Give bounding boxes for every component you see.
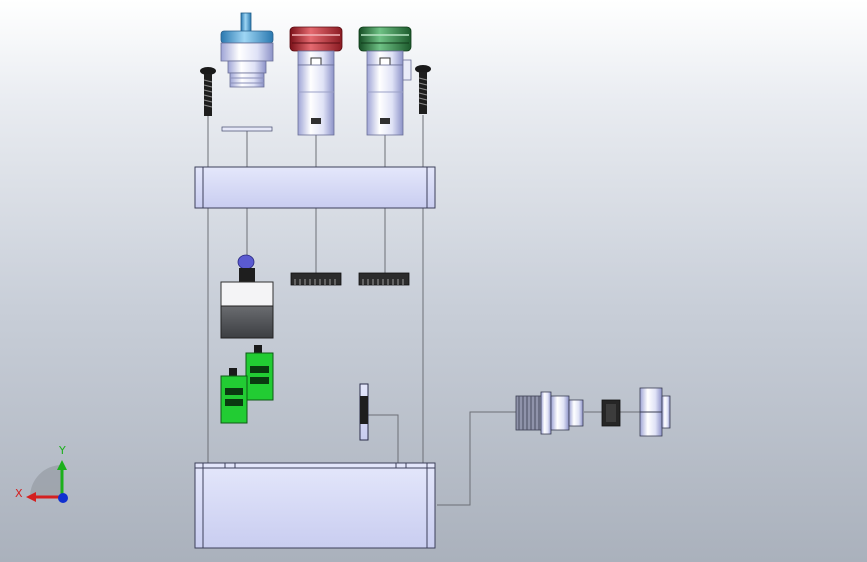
mounting-screw-right[interactable] bbox=[415, 65, 431, 114]
lock-nut-2[interactable] bbox=[358, 272, 410, 286]
selector-switch-blue[interactable] bbox=[220, 12, 274, 132]
triad-y-label: Y bbox=[58, 444, 66, 457]
triad-x-label: X bbox=[15, 487, 23, 500]
mounting-screw-left[interactable] bbox=[200, 67, 216, 116]
orientation-triad[interactable]: Y X bbox=[15, 444, 68, 503]
contact-block-green-2[interactable] bbox=[220, 368, 248, 424]
pushbutton-red[interactable] bbox=[289, 26, 343, 136]
enclosure-base[interactable] bbox=[194, 462, 436, 549]
pushbutton-green[interactable] bbox=[358, 26, 412, 136]
gasket[interactable] bbox=[359, 383, 369, 441]
lock-nut-1[interactable] bbox=[290, 272, 342, 286]
indicator-module[interactable] bbox=[220, 254, 274, 339]
cable-gland[interactable] bbox=[515, 387, 671, 437]
contact-block-green-1[interactable] bbox=[245, 345, 274, 401]
top-cover-plate[interactable] bbox=[194, 166, 436, 209]
